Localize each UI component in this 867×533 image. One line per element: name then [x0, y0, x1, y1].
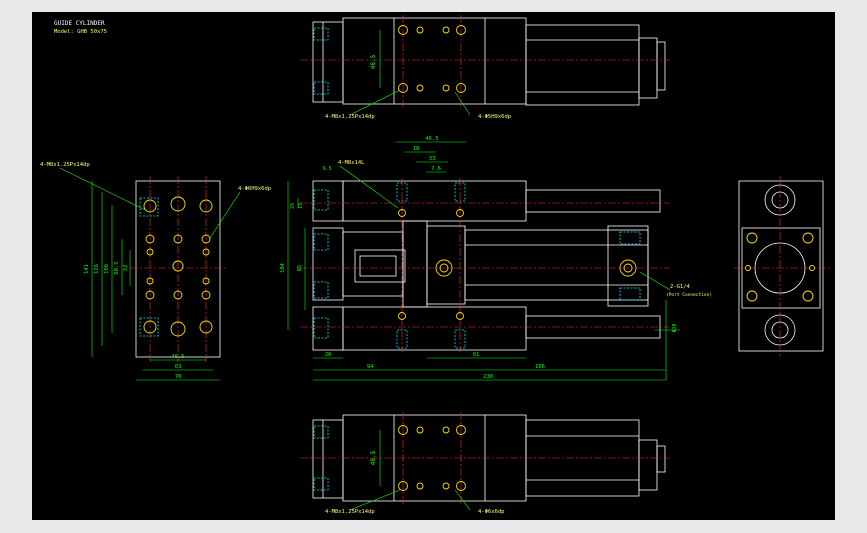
left-view-hidden	[139, 197, 159, 337]
top-view-callout-2: 4-Φ5H9x6dp	[478, 114, 511, 120]
main-dim-left-3: 19	[298, 203, 304, 209]
main-dim-bottom-2: 81	[473, 352, 480, 358]
bottom-view-hidden	[313, 425, 329, 491]
left-view-centerlines	[130, 176, 226, 362]
bottom-view-callout-2: 4-Φ6x6dp	[478, 509, 505, 515]
main-view-dims	[287, 141, 680, 381]
top-view	[312, 17, 666, 106]
left-view-dim-1: 141	[84, 264, 90, 274]
main-view-centerlines	[300, 178, 670, 352]
top-view-callout-1: 4-M8x1.25Px14dp	[325, 114, 375, 120]
main-dim-left-4: 104	[280, 262, 286, 273]
main-dim-left-1: 9.5	[322, 166, 331, 172]
left-view-callout-1: 4-M8x1.25Px14dp	[40, 162, 90, 168]
left-view-holes	[143, 196, 213, 337]
top-view-dim-vertical: 46.5	[370, 54, 377, 69]
left-view-dim-bottom-3: 70	[175, 374, 182, 380]
main-port-note: (Port Connection)	[666, 292, 712, 298]
top-view-holes	[398, 25, 466, 93]
main-dim-left-5: 85	[297, 265, 303, 272]
main-dim-bottom-1: 20	[325, 352, 332, 358]
bottom-view-centerlines	[300, 412, 670, 504]
right-view-holes	[745, 232, 815, 302]
left-view-callout-2: 4-Φ6H9x6dp	[238, 186, 271, 192]
left-view-dim-5: 32	[123, 265, 129, 272]
main-rod-dim: Φ20	[672, 323, 678, 332]
left-view-dim-3: 100	[104, 264, 110, 274]
main-view-hidden	[313, 182, 641, 349]
main-dim-top-4: 7.6	[431, 166, 441, 172]
main-dim-top-1: 46.5	[425, 136, 438, 142]
left-view-dim-bottom-1: 46.5	[171, 354, 184, 360]
title-line-1: GUIDE CYLINDER	[54, 20, 105, 27]
bottom-view-dim-vertical: 46.5	[370, 450, 377, 465]
main-dim-top-2: 18	[413, 146, 420, 152]
main-dim-top-3: 33	[429, 156, 436, 162]
left-view-dim-2: 126	[94, 264, 100, 274]
main-dim-bottom-3: 94	[367, 364, 374, 370]
main-callout-1: 4-M8x14L	[338, 160, 365, 166]
drawing-background	[32, 12, 835, 520]
top-view-centerlines	[300, 15, 670, 107]
main-dim-bottom-5: 230	[483, 374, 493, 380]
bottom-view-holes	[398, 425, 466, 491]
main-dim-left-2: 29	[290, 203, 296, 209]
main-dim-bottom-4: 166	[535, 364, 545, 370]
left-view-dim-bottom-2: 63	[175, 364, 182, 370]
left-view-dim-4: 60.5	[114, 261, 120, 274]
top-view-dims	[349, 30, 471, 116]
top-view-hidden	[313, 27, 329, 95]
bottom-view-dims	[349, 430, 471, 511]
left-view-dims	[59, 167, 241, 381]
title-line-2: Model: GHB 50x75	[54, 29, 107, 35]
main-view-holes	[398, 209, 637, 320]
right-view-centerlines	[734, 176, 830, 356]
bottom-view-callout-1: 4-M8x1.25Px14dp	[325, 509, 375, 515]
main-port-callout: 2-G1/4	[670, 284, 691, 290]
